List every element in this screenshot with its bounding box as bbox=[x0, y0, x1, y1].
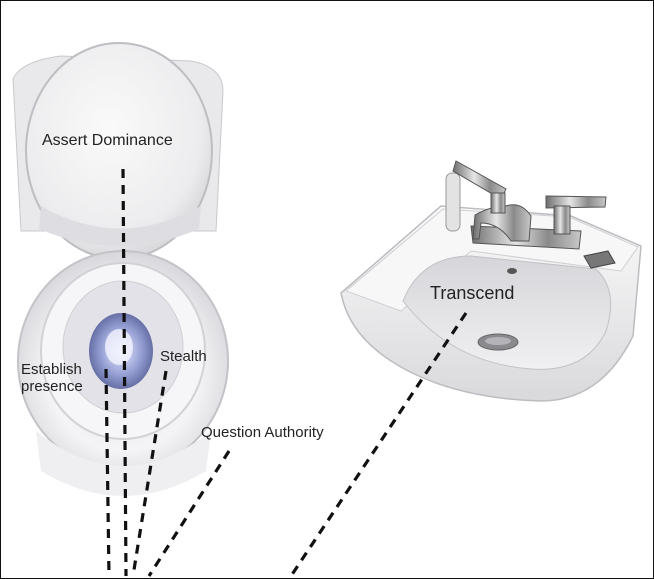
faucet-handle-right-icon bbox=[545, 195, 607, 209]
line-establish-presence bbox=[104, 368, 111, 577]
label-assert-dominance: Assert Dominance bbox=[42, 132, 173, 149]
soap-dispenser-icon bbox=[445, 172, 461, 232]
overflow-hole bbox=[507, 268, 517, 274]
faucet-spout-icon bbox=[472, 204, 532, 242]
label-transcend: Transcend bbox=[430, 283, 515, 303]
line-transcend bbox=[289, 312, 468, 577]
line-assert-dominance bbox=[121, 168, 128, 577]
label-establish-line1: Establish bbox=[21, 361, 82, 378]
label-question-authority: Question Authority bbox=[201, 424, 324, 441]
label-establish-line2: presence bbox=[21, 378, 83, 395]
label-establish-presence: Establish presence bbox=[21, 361, 83, 395]
soap-dish bbox=[583, 250, 616, 269]
label-stealth: Stealth bbox=[160, 348, 207, 365]
toilet bbox=[12, 42, 229, 496]
line-question-authority bbox=[147, 450, 231, 577]
sink bbox=[340, 160, 642, 402]
pointer-lines bbox=[104, 168, 468, 577]
toilet-hinge bbox=[39, 206, 201, 246]
sink-basin bbox=[402, 255, 612, 370]
line-stealth bbox=[131, 370, 168, 577]
